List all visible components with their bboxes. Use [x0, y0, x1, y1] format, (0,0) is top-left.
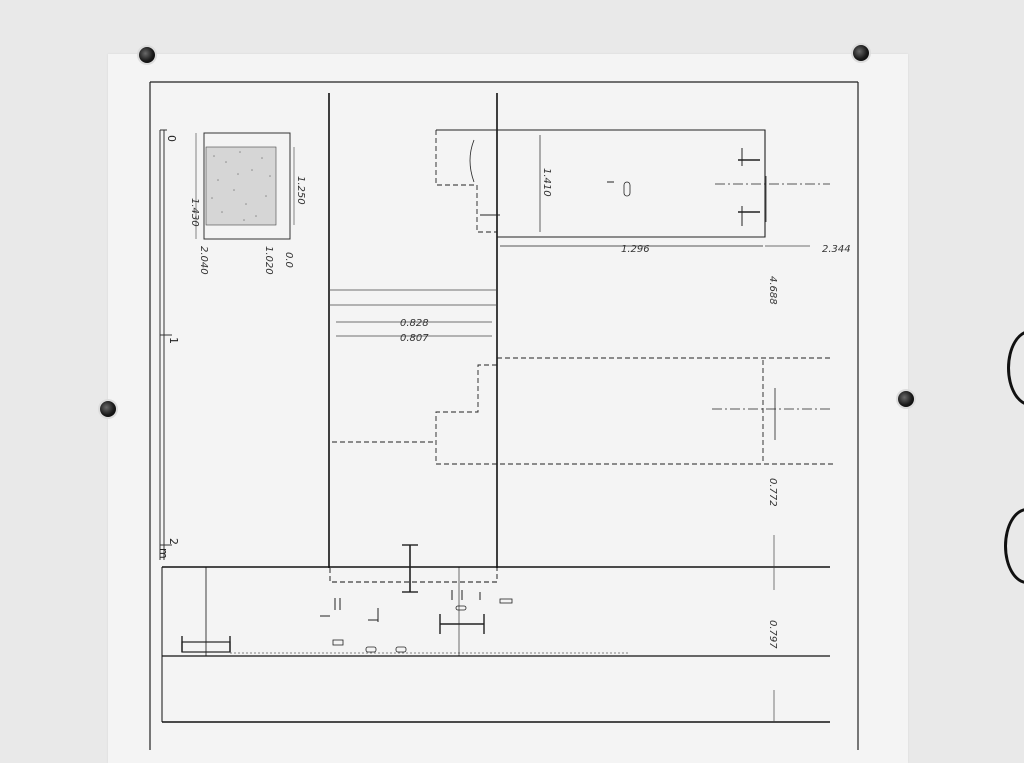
dim-small-plan-bottom-a: 2.040	[198, 246, 209, 275]
dim-passage-bottom: 0.807	[400, 333, 429, 344]
dim-tank-length: 1.296	[621, 244, 650, 255]
bottom-bands	[161, 566, 830, 723]
passage-dimension-lines	[329, 289, 497, 337]
dim-lower-gap: 0.772	[767, 478, 778, 507]
dim-small-plan-bottom-c: 0.0	[283, 252, 294, 268]
lower-tank	[332, 357, 835, 465]
pushpin-middle-right	[898, 391, 914, 407]
dim-tank-height: 1.410	[541, 168, 552, 197]
scale-tick-one: 1	[167, 337, 180, 344]
small-plan-detail	[195, 132, 295, 240]
upper-tank	[435, 129, 830, 247]
scale-tick-zero: 0	[165, 135, 178, 142]
dim-passage-top: 0.828	[400, 318, 429, 329]
dim-small-plan-left: 1.430	[189, 198, 200, 227]
dim-small-plan-bottom-b: 1.020	[263, 246, 274, 275]
pushpin-top-left	[139, 47, 155, 63]
bottom-band-fittings	[181, 544, 513, 653]
dim-small-plan-right: 1.250	[295, 176, 306, 205]
dim-total-right: 2.344	[822, 244, 851, 255]
pushpin-top-right	[853, 45, 869, 61]
scale-unit: m	[157, 548, 170, 559]
pushpin-middle-left	[100, 401, 116, 417]
main-walls	[328, 93, 498, 568]
dim-bottom-band: 0.797	[767, 620, 778, 649]
drawing-frame	[149, 81, 859, 750]
dim-vertical-right: 4.688	[767, 276, 778, 305]
scale-bar	[159, 129, 172, 560]
scale-tick-two: 2	[167, 538, 180, 545]
